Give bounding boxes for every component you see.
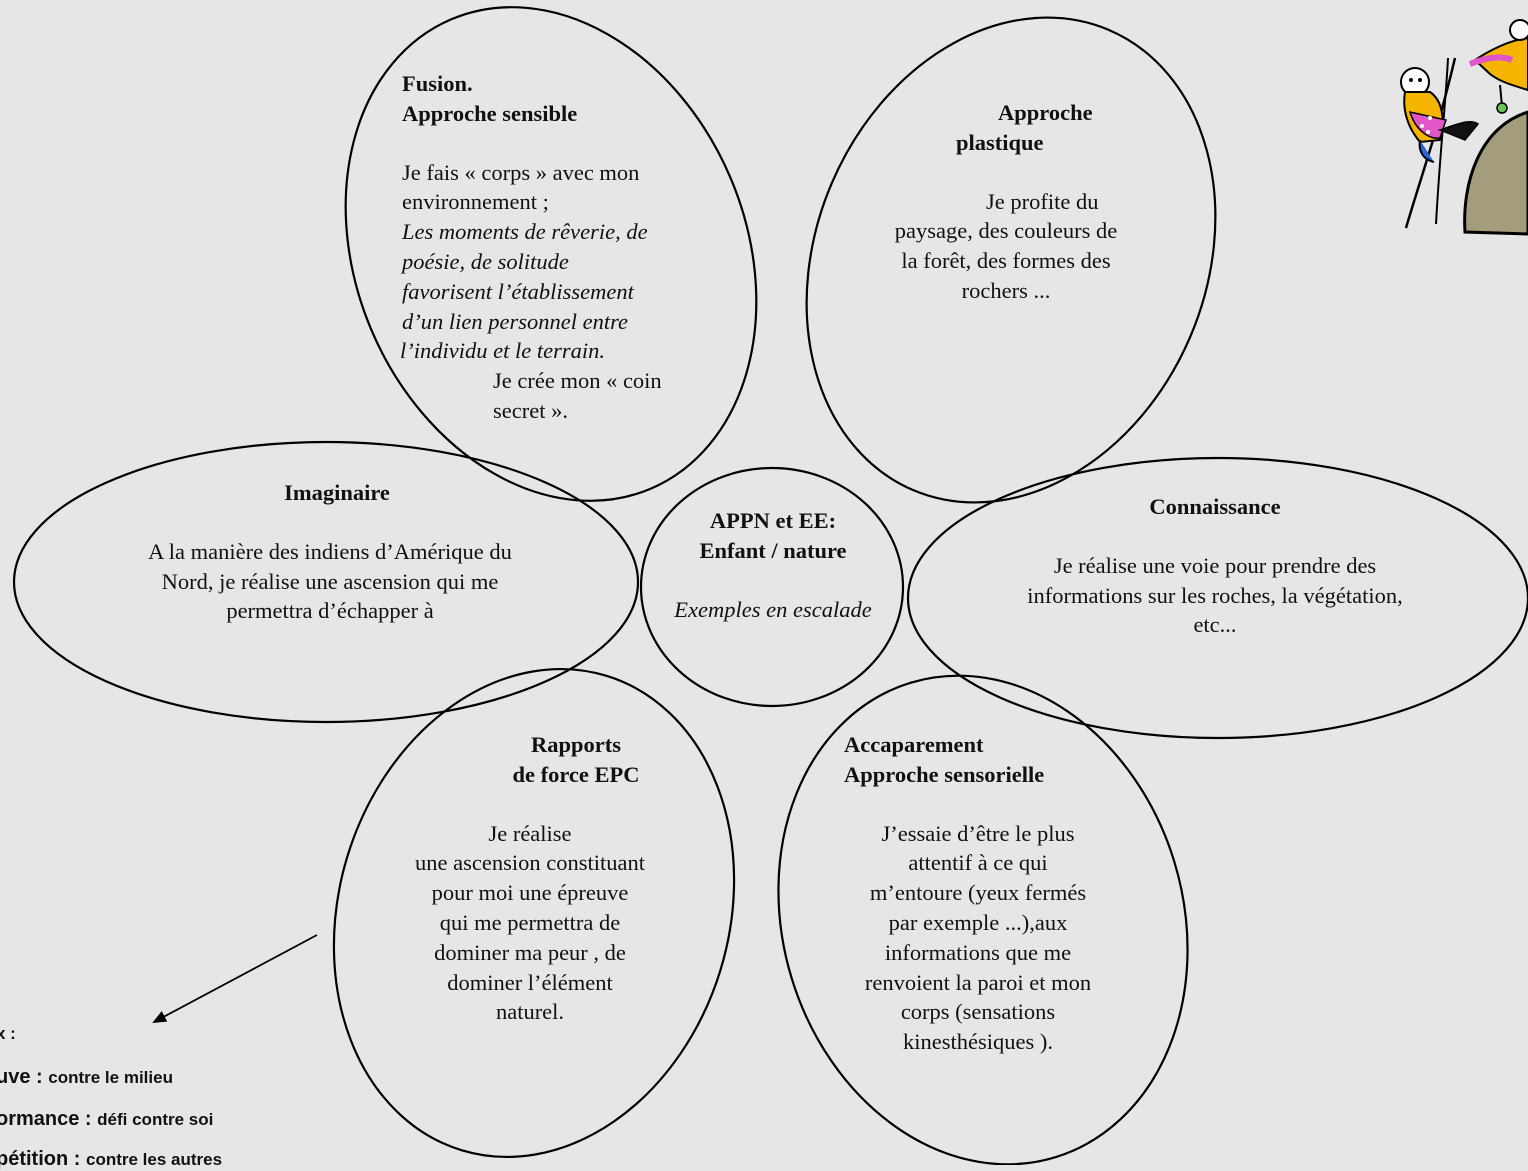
plastique-line: paysage, des couleurs de: [894, 218, 1118, 244]
accaparement-line: corps (sensations: [900, 999, 1056, 1025]
rapports-line: dominer ma peur , de: [434, 939, 626, 965]
center-subtitle: Exemples en escalade: [674, 596, 872, 622]
imaginaire-title: Imaginaire: [284, 480, 390, 505]
legend-item-key: uve :: [0, 1066, 49, 1088]
rapports-line: Je réalise: [488, 820, 572, 846]
center-shape: [639, 466, 905, 708]
connaissance-line: etc...: [1193, 612, 1237, 638]
fusion-title-line2: Approche sensible: [402, 100, 578, 126]
legend-item-desc: contre le milieu: [48, 1068, 173, 1087]
fusion-italic-line: Les moments de rêverie, de: [402, 219, 648, 245]
climber-illustration-icon: [1400, 19, 1528, 236]
rapports-line: qui me permettra de: [439, 909, 621, 935]
legend-heading: x :: [0, 1024, 16, 1044]
center-title-line1: APPN et EE:: [709, 508, 837, 533]
accaparement-line: m’entoure (yeux fermés: [869, 880, 1087, 906]
petal-rapports-text: Rapports de force EPC Je réalise une asc…: [390, 730, 670, 1027]
imaginaire-line: Nord, je réalise une ascension qui me: [161, 568, 499, 594]
fusion-line: secret ».: [493, 397, 568, 423]
fusion-title-line1: Fusion.: [402, 71, 473, 96]
center-text: APPN et EE: Enfant / nature Exemples en …: [652, 506, 894, 624]
imaginaire-line: A la manière des indiens d’Amérique du: [148, 538, 512, 564]
center-title-line2: Enfant / nature: [699, 537, 847, 563]
accaparement-line: informations que me: [884, 939, 1072, 965]
accaparement-title-line2: Approche sensorielle: [844, 761, 1045, 787]
petal-accaparement-shape: [777, 674, 1189, 1165]
connaissance-line: Je réalise une voie pour prendre des: [1053, 552, 1377, 578]
fusion-italic-line: poésie, de solitude: [402, 248, 569, 274]
rapports-line: une ascension constituant: [415, 850, 645, 876]
connaissance-line: informations sur les roches, la végétati…: [1027, 582, 1403, 608]
petal-fusion-text: Fusion. Approche sensible Je fais « corp…: [400, 69, 662, 426]
accaparement-line: par exemple ...),aux: [888, 909, 1068, 935]
petal-plastique-text: Approche plastique Je profite du paysage…: [870, 98, 1142, 306]
legend-heading-text: x :: [0, 1024, 16, 1043]
petal-plastique-shape: [805, 16, 1217, 504]
legend-item-desc: défi contre soi: [97, 1110, 214, 1129]
rapports-line: naturel.: [495, 999, 565, 1025]
arrow-icon: [152, 934, 318, 1023]
petal-connaissance-shape: [906, 456, 1528, 740]
accaparement-line: renvoient la paroi et mon: [864, 969, 1092, 995]
legend-item-competition: pétition : contre les autres: [0, 1148, 222, 1171]
fusion-line: environnement ;: [402, 189, 549, 215]
plastique-line: rochers ...: [961, 277, 1051, 303]
petal-fusion-shape: [344, 6, 758, 502]
petal-rapports-shape: [332, 667, 736, 1159]
accaparement-line: attentif à ce qui: [908, 850, 1048, 876]
accaparement-title-line1: Accaparement: [844, 732, 984, 757]
plastique-line: la forêt, des formes des: [901, 248, 1111, 274]
plastique-title-line1: Approche: [998, 100, 1093, 125]
accaparement-line: kinesthésiques ).: [903, 1029, 1053, 1055]
accaparement-line: J’essaie d’être le plus: [881, 820, 1075, 846]
rapports-title-line2: de force EPC: [512, 761, 640, 787]
legend-item-performance: ormance : défi contre soi: [0, 1108, 213, 1131]
petal-accaparement-text: Accaparement Approche sensorielle J’essa…: [844, 730, 1112, 1057]
rapports-title-line1: Rapports: [530, 732, 621, 757]
legend-item-key: ormance :: [0, 1108, 98, 1130]
petal-imaginaire-shape: [12, 440, 640, 724]
imaginaire-line: permettra d’échapper à: [226, 598, 434, 624]
legend-item-key: pétition :: [0, 1148, 86, 1170]
legend-item-desc: contre les autres: [85, 1150, 223, 1169]
legend-item-epreuve: uve : contre le milieu: [0, 1066, 173, 1089]
rapports-line: dominer l’élément: [447, 969, 613, 995]
fusion-line: Je crée mon « coin: [493, 368, 662, 394]
fusion-italic-line: d’un lien personnel entre: [402, 308, 628, 334]
fusion-line: Je fais « corps » avec mon: [402, 159, 640, 185]
fusion-italic-line: l’individu et le terrain.: [400, 338, 605, 364]
rapports-line: pour moi une épreuve: [431, 880, 629, 906]
fusion-italic-line: favorisent l’établissement: [402, 278, 634, 304]
connaissance-title: Connaissance: [1149, 494, 1281, 519]
plastique-title-line2: plastique: [956, 129, 1044, 155]
petal-imaginaire-text: Imaginaire A la manière des indiens d’Am…: [100, 478, 560, 626]
petal-connaissance-text: Connaissance Je réalise une voie pour pr…: [985, 492, 1445, 640]
plastique-line: Je profite du: [986, 188, 1099, 214]
